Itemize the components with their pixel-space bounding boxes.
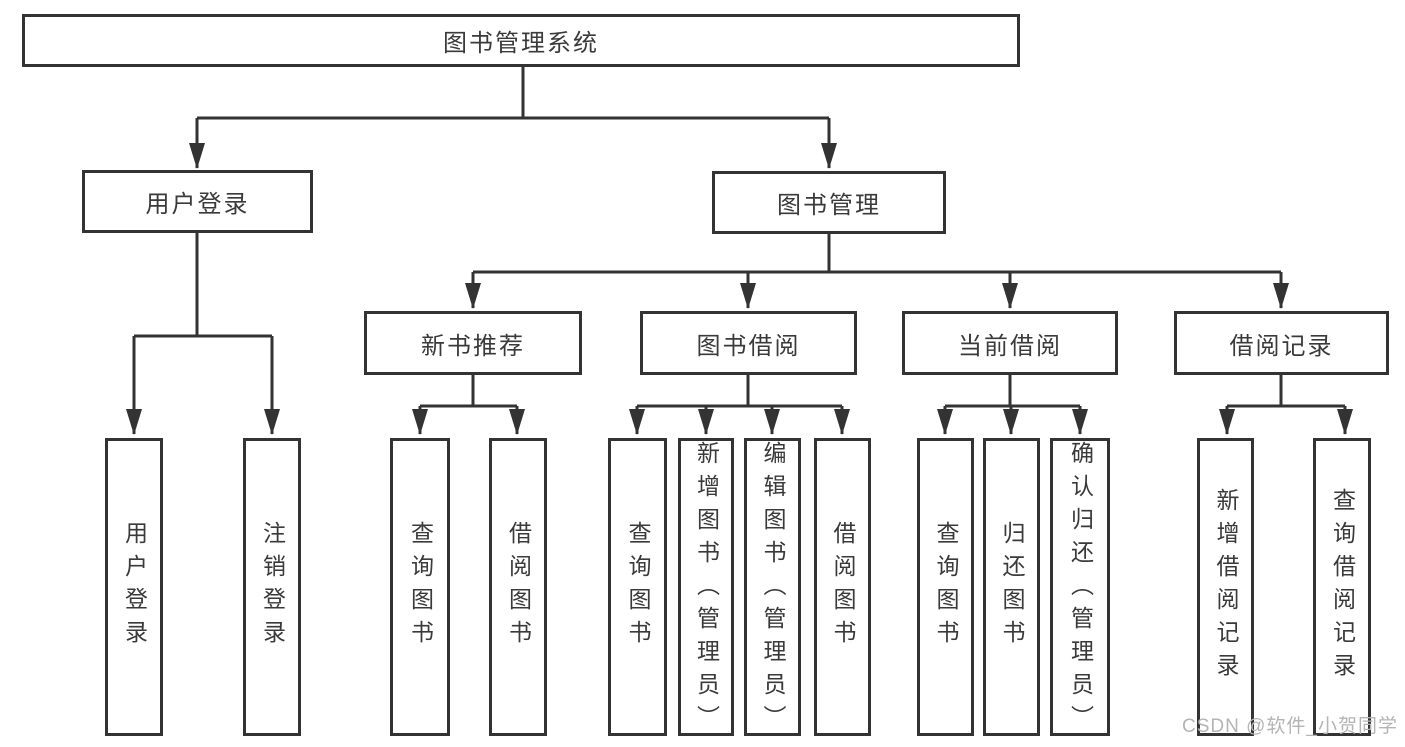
- leaf-borrow-edit-books-admin: 编辑图书（管理员）: [744, 438, 801, 738]
- leaf-records-query-record: 查询借阅记录: [1313, 438, 1371, 736]
- leaf-current-query-books: 查询图书: [917, 438, 974, 736]
- leaf-current-return-books: 归还图书: [983, 438, 1040, 736]
- node-root: 图书管理系统: [22, 14, 1020, 67]
- leaf-user-login: 用户登录: [105, 438, 163, 736]
- leaf-recommend-query-books: 查询图书: [390, 438, 450, 736]
- leaf-current-confirm-return-admin: 确认归还（管理员）: [1050, 438, 1110, 738]
- leaf-borrow-add-books-admin: 新增图书（管理员）: [678, 438, 734, 738]
- leaf-logout: 注销登录: [243, 438, 301, 736]
- csdn-watermark: CSDN @软件_小贺同学: [1182, 716, 1398, 737]
- node-borrow-records: 借阅记录: [1174, 311, 1389, 375]
- leaf-borrow-query-books: 查询图书: [608, 438, 667, 736]
- node-new-book-recommend: 新书推荐: [364, 311, 582, 375]
- node-book-borrow: 图书借阅: [640, 311, 857, 375]
- leaf-records-add-record: 新增借阅记录: [1197, 438, 1254, 736]
- node-current-borrow: 当前借阅: [902, 311, 1118, 375]
- leaf-recommend-borrow-books: 借阅图书: [489, 438, 547, 736]
- node-user-login-branch: 用户登录: [82, 170, 313, 233]
- leaf-borrow-borrow-books: 借阅图书: [814, 438, 871, 736]
- node-book-management-branch: 图书管理: [712, 171, 946, 234]
